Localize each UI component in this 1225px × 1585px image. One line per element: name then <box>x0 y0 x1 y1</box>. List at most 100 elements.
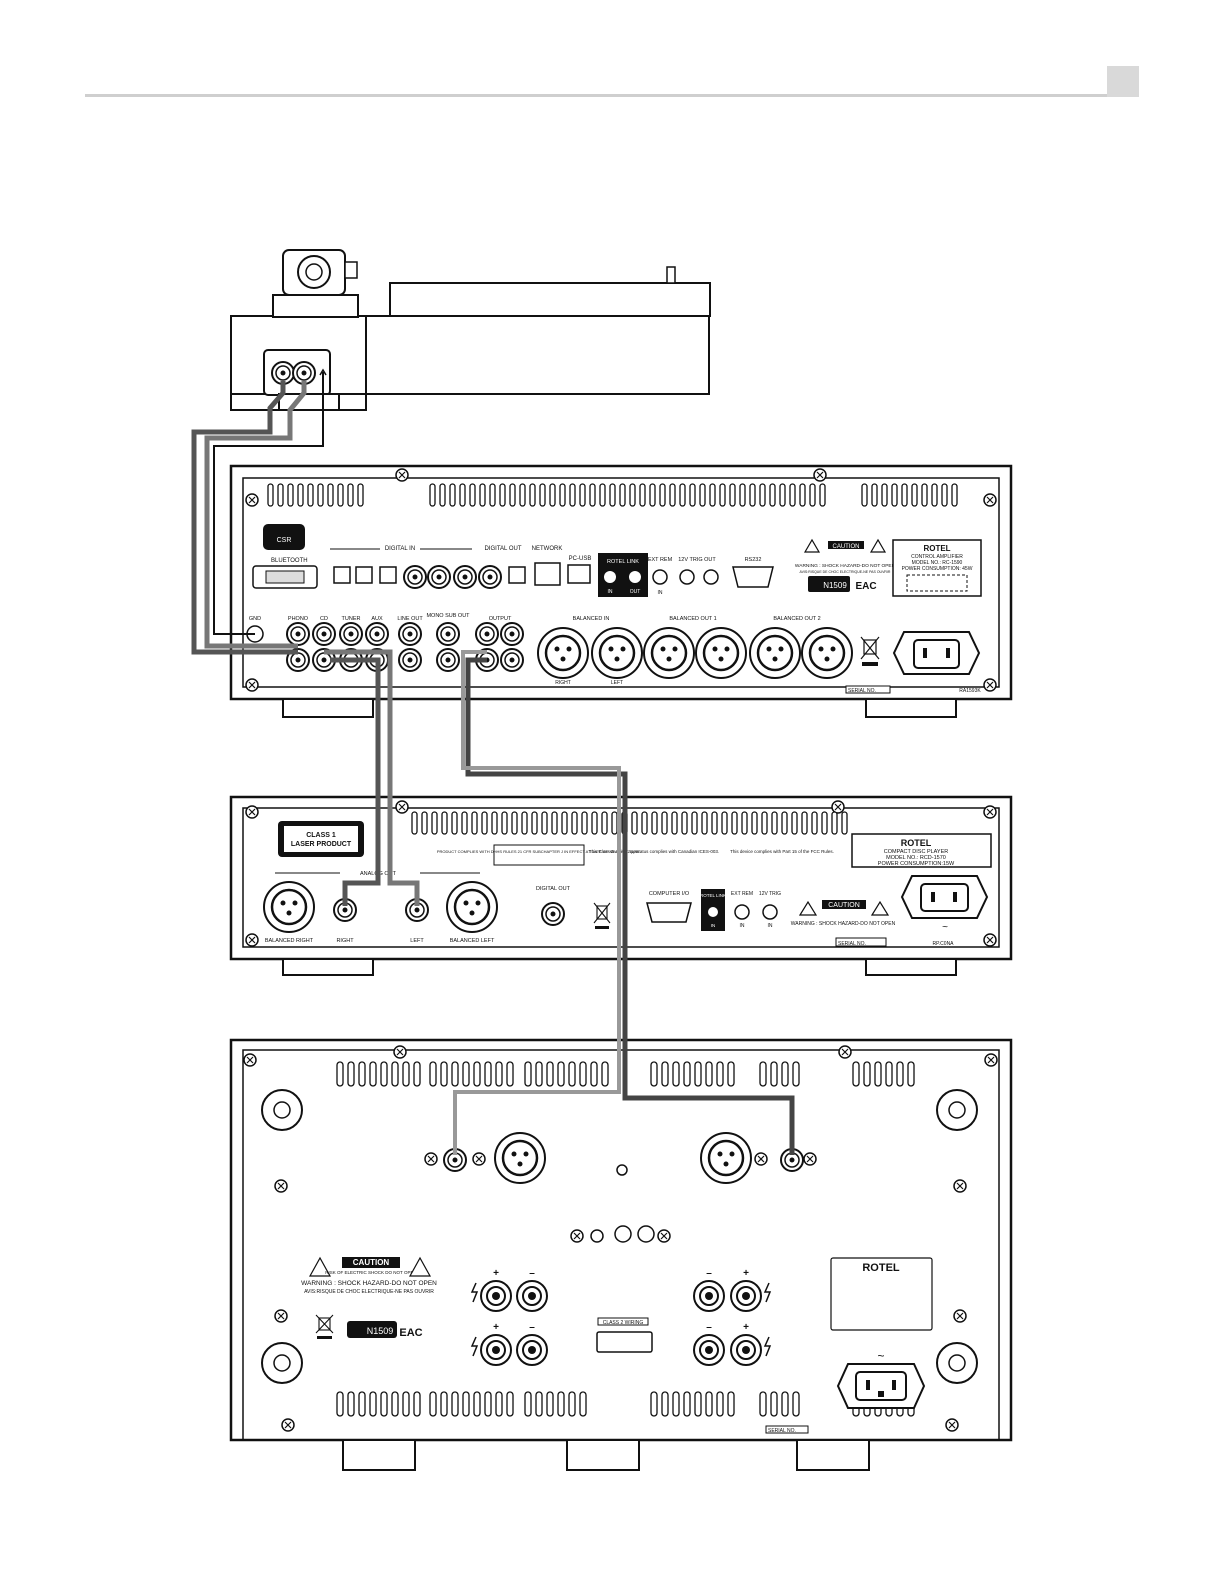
vent-slot <box>391 1061 399 1087</box>
vent-slot <box>557 1061 565 1087</box>
label-cd-trig: 12V TRIG <box>759 891 781 897</box>
terminal-plus: + <box>493 1268 499 1279</box>
vent-slot <box>546 1061 554 1087</box>
vent-slot <box>307 483 314 507</box>
vent-slot <box>649 483 656 507</box>
vent-slot <box>941 483 948 507</box>
vent-slot <box>369 1391 377 1417</box>
vent-slot <box>841 811 848 835</box>
rotel-logo: ROTEL <box>901 838 932 848</box>
vent-slot <box>499 483 506 507</box>
label-canada: This Class B digital apparatus complies … <box>589 849 719 854</box>
vent-slot <box>689 483 696 507</box>
vent-slot <box>519 483 526 507</box>
header-rule <box>85 94 1139 97</box>
label-balanced-in: BALANCED IN <box>573 616 610 622</box>
terminal-plus: + <box>743 1268 749 1279</box>
label-warning: WARNING : SHOCK HAZARD-DO NOT OPEN <box>795 563 896 569</box>
vent-slot <box>727 1391 735 1417</box>
label-ext-rem: EXT REM <box>648 557 673 563</box>
label-balanced-left: BALANCED LEFT <box>450 938 495 944</box>
label-amp-serial: SERIAL NO. <box>768 1428 796 1434</box>
vent-slot <box>439 483 446 507</box>
label-left: LEFT <box>611 680 623 686</box>
label-network: NETWORK <box>532 546 563 552</box>
vent-slot <box>694 1391 702 1417</box>
vent-slot <box>669 483 676 507</box>
vent-slot <box>741 811 748 835</box>
rotel-logo: ROTEL <box>862 1262 900 1274</box>
foot-top-left <box>261 1089 303 1131</box>
vent-slot <box>672 1391 680 1417</box>
ground-wire <box>213 378 324 635</box>
vent-slot <box>491 811 498 835</box>
vent-slot <box>561 811 568 835</box>
vent-slot <box>661 811 668 835</box>
vent-slot <box>799 483 806 507</box>
vent-slot <box>473 1391 481 1417</box>
vent-slot <box>347 1391 355 1417</box>
vent-slot <box>759 1391 767 1417</box>
label-pc-usb: PC-USB <box>569 556 592 562</box>
vent-slot <box>599 483 606 507</box>
vent-slot <box>650 1391 658 1417</box>
vent-slot <box>739 483 746 507</box>
vent-slot <box>413 1391 421 1417</box>
vent-slot <box>531 811 538 835</box>
vent-slot <box>716 1391 724 1417</box>
vent-slot <box>683 1061 691 1087</box>
vent-slot <box>327 483 334 507</box>
label-amp-caution-sub: RISK OF ELECTRIC SHOCK DO NOT OPEN <box>325 1270 416 1275</box>
label-amp-warning: WARNING : SHOCK HAZARD-DO NOT OPEN <box>301 1280 437 1287</box>
vent-slot <box>771 811 778 835</box>
vent-slot <box>358 1391 366 1417</box>
vent-slot <box>705 1061 713 1087</box>
label-amp-n1509: N1509 <box>367 1326 394 1336</box>
vent-slot <box>484 1061 492 1087</box>
label-phono: PHONO <box>288 616 309 622</box>
vent-slot <box>524 1061 532 1087</box>
label-rs232: RS232 <box>745 557 762 563</box>
label-digital-in: DIGITAL IN <box>385 546 415 552</box>
cd-cable-right <box>330 657 381 906</box>
label-right: RIGHT <box>555 680 571 686</box>
terminal-minus: – <box>706 1322 712 1333</box>
foot-bottom-left <box>261 1342 303 1384</box>
page-tab-marker <box>1107 66 1139 97</box>
vent-slot <box>789 483 796 507</box>
turntable-output-right <box>271 361 295 385</box>
vent-slot <box>391 1391 399 1417</box>
vent-slot <box>694 1061 702 1087</box>
vent-slot <box>267 483 274 507</box>
vent-slot <box>489 483 496 507</box>
label-laser-product: LASER PRODUCT <box>291 841 352 848</box>
label-cd-left: LEFT <box>410 938 424 944</box>
vent-slot <box>639 483 646 507</box>
label-cd-model-type: COMPACT DISC PLAYER <box>884 849 949 855</box>
vent-slot <box>601 1061 609 1087</box>
label-model-type: CONTROL AMPLIFIER <box>911 554 963 560</box>
vent-slot <box>729 483 736 507</box>
label-cd-serial: SERIAL NO. <box>838 941 866 947</box>
vent-slot <box>347 483 354 507</box>
vent-slot <box>441 811 448 835</box>
vent-slot <box>861 483 868 507</box>
label-balanced-right: BALANCED RIGHT <box>265 938 314 944</box>
label-cd-trig-in: IN <box>768 923 773 929</box>
label-bluetooth: BLUETOOTH <box>271 558 308 564</box>
vent-slot <box>451 1061 459 1087</box>
rs232-port <box>732 566 774 588</box>
terminal-minus: – <box>706 1268 712 1279</box>
vent-slot <box>511 811 518 835</box>
label-cd-rotel-link: ROTEL LINK <box>700 893 726 898</box>
vent-slot <box>481 811 488 835</box>
label-class2-wiring: CLASS 2 WIRING <box>603 1320 644 1326</box>
label-cd: CD <box>320 616 328 622</box>
vent-slot <box>819 483 826 507</box>
label-balanced-out-1: BALANCED OUT 1 <box>669 616 716 622</box>
vent-slot <box>641 811 648 835</box>
vent-slot <box>559 483 566 507</box>
vent-slot <box>589 483 596 507</box>
vent-slot <box>619 483 626 507</box>
